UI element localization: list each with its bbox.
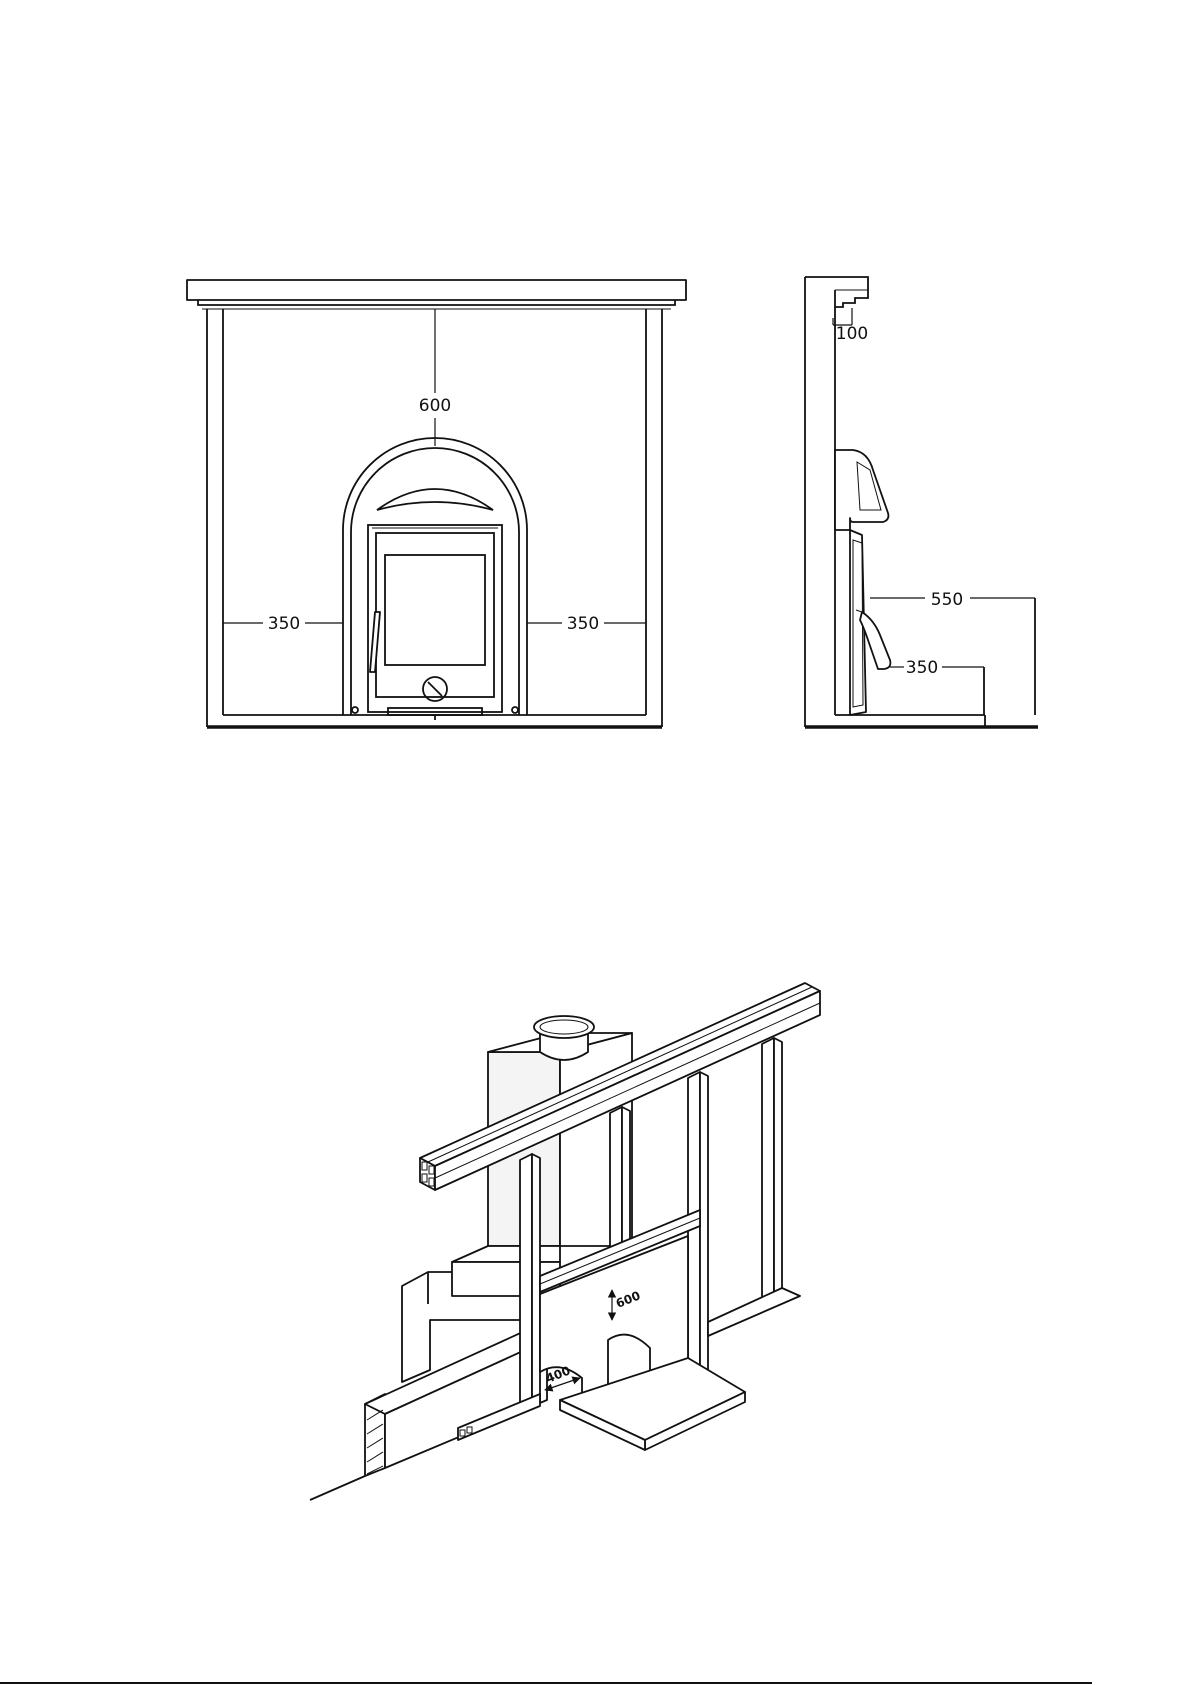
iso-stud-right-b <box>762 1038 774 1306</box>
iso-ground <box>310 1476 365 1500</box>
stove-glass <box>385 555 485 665</box>
side-mantel <box>805 277 868 307</box>
side-stove-top <box>835 450 888 530</box>
stove-door <box>376 533 494 697</box>
isometric-view: 600 400 <box>310 983 820 1500</box>
front-dim-right: 350 <box>567 614 599 634</box>
front-view: 600 350 350 <box>187 280 686 727</box>
front-dim-left: 350 <box>268 614 300 634</box>
side-dim-top: 100 <box>836 324 868 344</box>
stove-door-frame <box>368 525 502 712</box>
iso-flue-top <box>534 1016 594 1038</box>
side-dim-upper: 550 <box>931 590 963 610</box>
side-view: 100 550 350 <box>805 277 1038 727</box>
side-dim-lower: 350 <box>906 658 938 678</box>
arch-outer <box>343 438 527 715</box>
iso-step-block <box>452 1246 560 1262</box>
iso-stud-front-left <box>520 1154 532 1412</box>
iso-stud-mid <box>610 1107 622 1256</box>
front-dim-top: 600 <box>419 396 451 416</box>
arch-panel <box>377 489 493 510</box>
mantel-shelf <box>187 280 686 300</box>
door-handle <box>370 612 380 672</box>
